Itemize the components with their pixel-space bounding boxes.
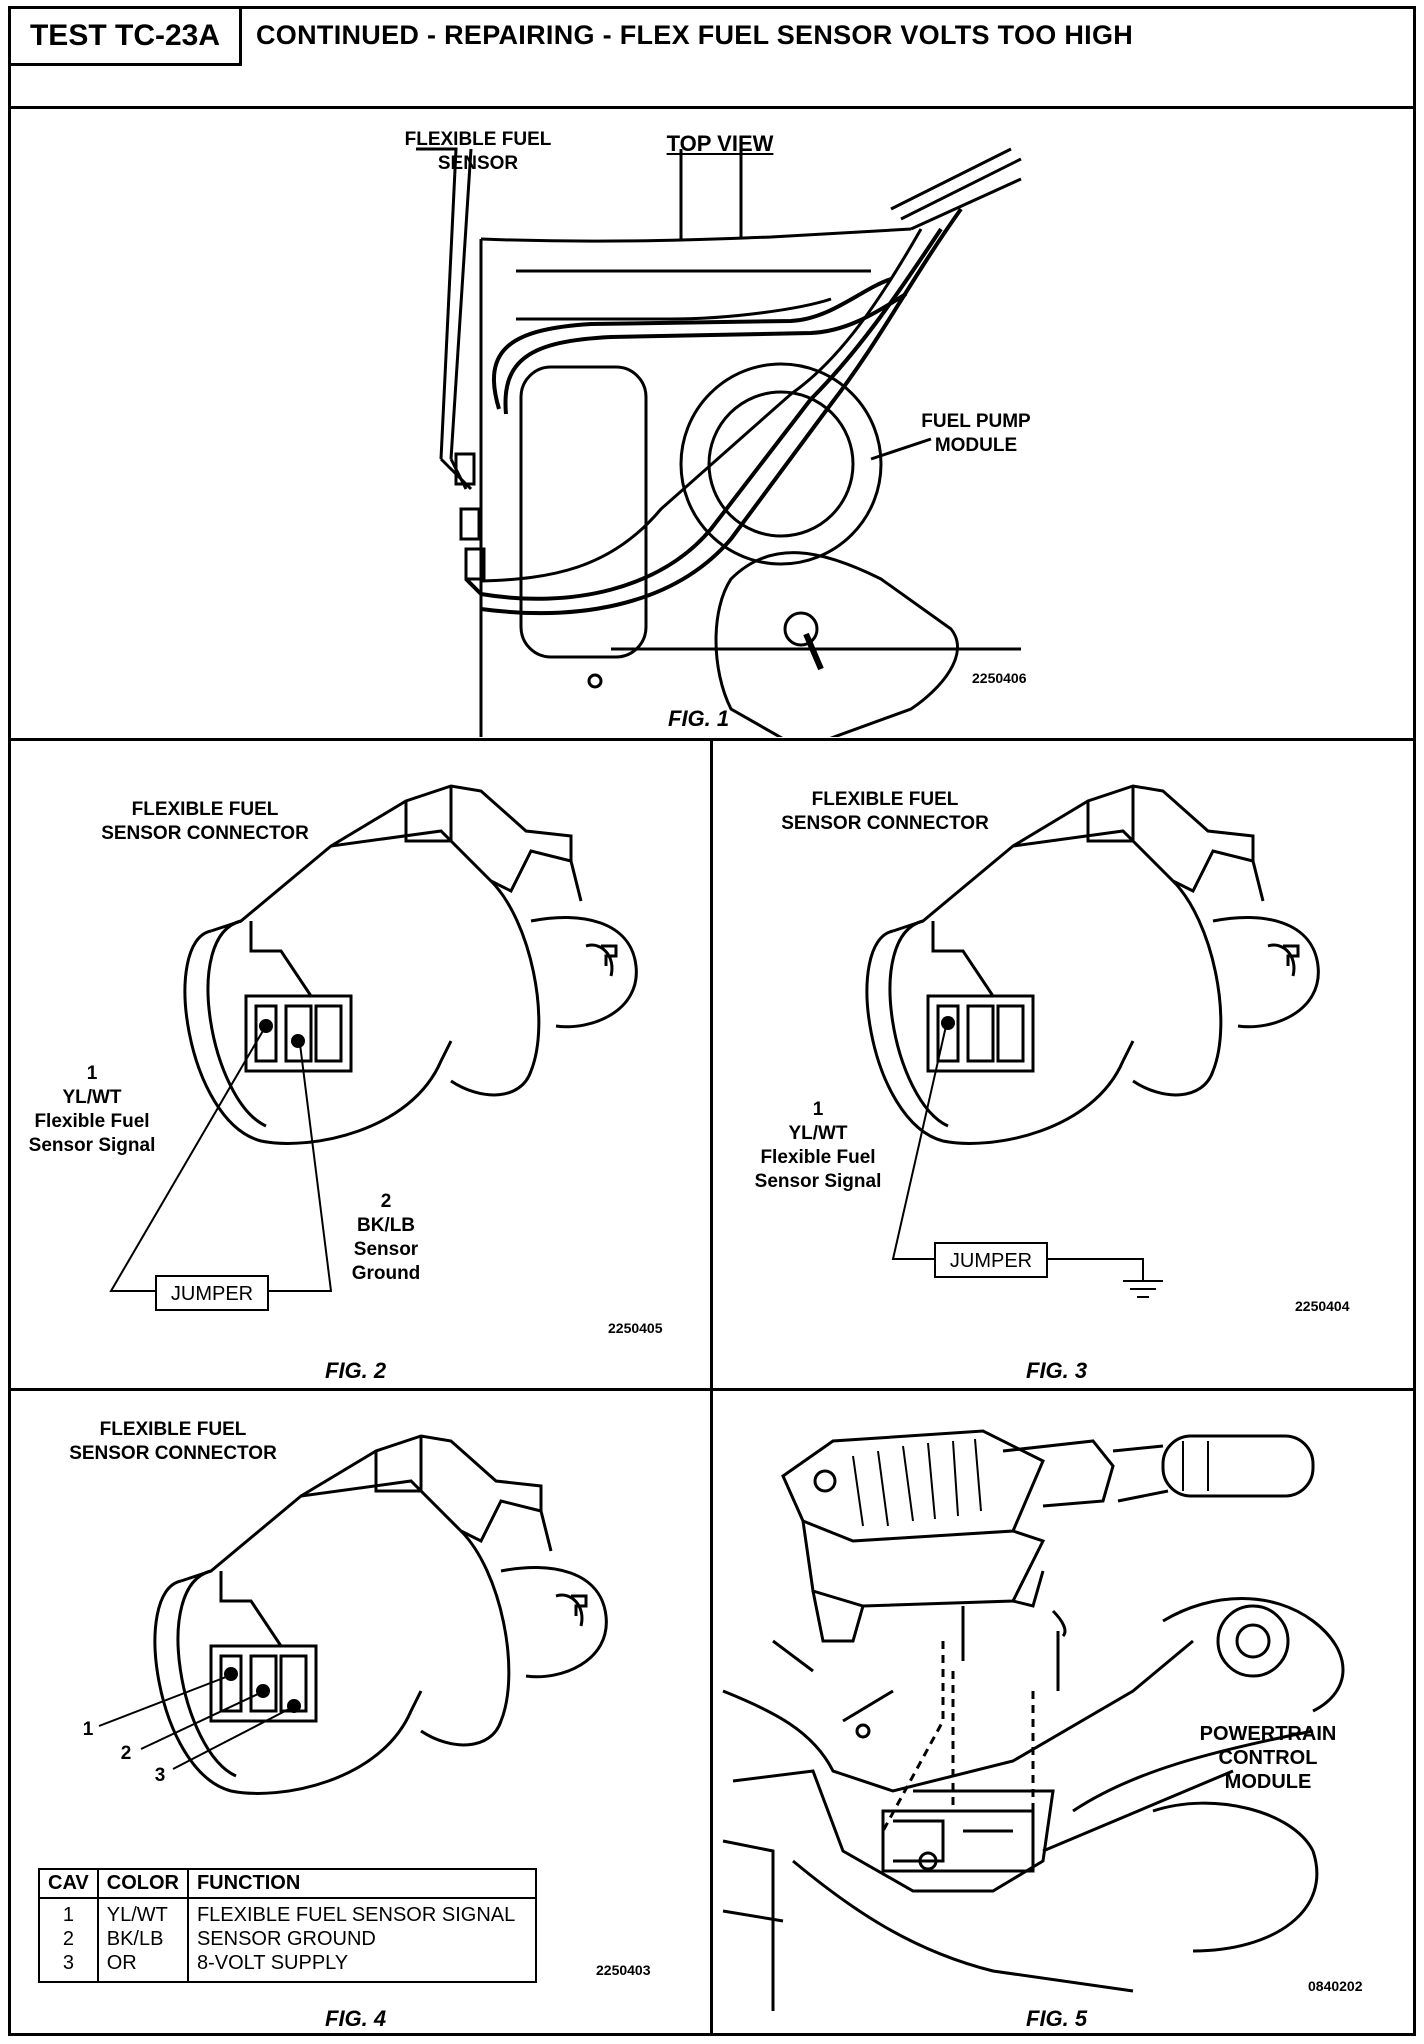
fig1-illustration: [416, 147, 1022, 737]
fig4-caption: FIG. 4: [325, 2006, 387, 2031]
table-row: 3 OR 8-VOLT SUPPLY: [38, 1951, 537, 1983]
col-cav: CAV: [38, 1868, 99, 1899]
column-divider: [710, 738, 713, 2036]
fig3-pin1-label: 1 YL/WT Flexible Fuel Sensor Signal: [754, 1099, 882, 1192]
cell-color: YL/WT: [96, 1898, 189, 1927]
fig1-view-label: TOP VIEW: [666, 131, 774, 156]
fig5-pcm-illustration: [722, 1429, 1345, 2011]
table-row: 1 YL/WT FLEXIBLE FUEL SENSOR SIGNAL: [38, 1898, 537, 1927]
fig1-pump-label: FUEL PUMP MODULE: [921, 411, 1031, 456]
fig3-jumper: JUMPER: [949, 1250, 1033, 1272]
table-row: 2 BK/LB SENSOR GROUND: [38, 1927, 537, 1951]
test-id: TEST TC-23A: [8, 6, 242, 66]
table-header-row: CAV COLOR FUNCTION: [38, 1868, 537, 1899]
fig4-callout-2: 2: [120, 1743, 132, 1764]
fig5-code: 0840202: [1308, 1978, 1363, 1994]
cell-cav: 3: [38, 1951, 99, 1983]
fig1-caption: FIG. 1: [668, 706, 730, 731]
fig4-callout-3: 3: [154, 1765, 166, 1786]
fig4-code: 2250403: [596, 1962, 651, 1978]
fig4-connector-label: FLEXIBLE FUEL SENSOR CONNECTOR: [69, 1419, 277, 1464]
fig1-code: 2250406: [972, 670, 1027, 686]
header-divider: [8, 106, 1416, 109]
fig4-connector-illustration: [98, 1434, 608, 1795]
cell-function: SENSOR GROUND: [186, 1927, 537, 1951]
fig3-caption: FIG. 3: [1026, 1358, 1088, 1383]
fig3-connector-label: FLEXIBLE FUEL SENSOR CONNECTOR: [781, 789, 989, 834]
fig3-connector-illustration: [865, 784, 1320, 1298]
fig3-code: 2250404: [1295, 1298, 1350, 1314]
cavity-table: CAV COLOR FUNCTION 1 YL/WT FLEXIBLE FUEL…: [38, 1868, 537, 1983]
fig2-connector-label: FLEXIBLE FUEL SENSOR CONNECTOR: [101, 799, 309, 844]
fig5-pcm-label: POWERTRAIN CONTROL MODULE: [1199, 1723, 1337, 1793]
col-function: FUNCTION: [186, 1868, 537, 1899]
fig2-code: 2250405: [608, 1320, 663, 1336]
fig2-caption: FIG. 2: [325, 1358, 387, 1383]
fig2-jumper: JUMPER: [170, 1283, 254, 1305]
cell-color: BK/LB: [96, 1927, 189, 1951]
cell-function: FLEXIBLE FUEL SENSOR SIGNAL: [186, 1898, 537, 1927]
cell-cav: 1: [38, 1898, 99, 1927]
fig4-callout-1: 1: [82, 1719, 94, 1740]
cell-color: OR: [96, 1951, 189, 1983]
cell-function: 8-VOLT SUPPLY: [186, 1951, 537, 1983]
fig5-caption: FIG. 5: [1026, 2006, 1088, 2031]
fig2-pin2-label: 2 BK/LB Sensor Ground: [351, 1191, 421, 1284]
cell-cav: 2: [38, 1927, 99, 1951]
col-color: COLOR: [96, 1868, 189, 1899]
fig2-connector-illustration: [109, 784, 638, 1311]
page-title: CONTINUED - REPAIRING - FLEX FUEL SENSOR…: [256, 20, 1134, 50]
fig2-pin1-label: 1 YL/WT Flexible Fuel Sensor Signal: [28, 1063, 156, 1156]
fig1-sensor-label: FLEXIBLE FUEL SENSOR: [404, 129, 552, 174]
